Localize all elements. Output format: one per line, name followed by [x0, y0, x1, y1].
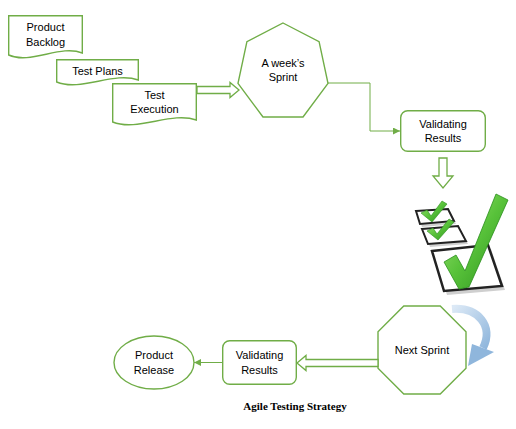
check-mark — [421, 201, 447, 222]
document-shape: Test Execution — [112, 83, 197, 127]
document-shape: Test Plans — [56, 59, 139, 87]
node-label: Product Backlog — [14, 20, 77, 49]
check-mark — [427, 219, 454, 240]
check-mark — [444, 194, 508, 289]
checkbox-shadow — [424, 229, 468, 247]
process-box: Validating Results — [222, 340, 297, 385]
node-label: Validating Results — [226, 348, 293, 377]
connector-group — [194, 83, 400, 371]
node-label: Test Execution — [126, 88, 183, 117]
sprint-octagon-outline — [378, 306, 466, 394]
node-label: Validating Results — [406, 117, 480, 146]
checkbox — [416, 209, 454, 224]
process-box-graphic — [222, 340, 297, 385]
checkbox-shadow — [418, 212, 456, 227]
block-arrow — [197, 83, 239, 98]
checkbox — [432, 245, 502, 291]
document-shape-outline — [57, 60, 139, 85]
node-label: Test Plans — [72, 64, 123, 78]
flow-arrow — [328, 83, 400, 131]
terminal-ellipse-graphic — [113, 335, 195, 390]
document-shape: Product Backlog — [8, 15, 83, 60]
terminal-ellipse-outline — [114, 336, 194, 389]
checklist-icon — [416, 194, 508, 295]
process-box-graphic — [400, 110, 486, 152]
checkbox-shadow — [435, 249, 505, 295]
sprint-heptagon-graphic — [237, 22, 329, 118]
down-block-arrow — [433, 158, 453, 188]
node-label: Next Sprint — [395, 343, 449, 357]
node-label: A week’s Sprint — [253, 56, 313, 85]
document-shape-outline — [9, 16, 83, 58]
block-arrow — [297, 356, 378, 371]
checkbox — [422, 226, 466, 244]
process-box-outline — [401, 111, 486, 152]
process-box-outline — [223, 341, 297, 385]
sprint-heptagon-outline — [238, 23, 328, 117]
process-box: Validating Results — [400, 110, 486, 152]
figure-caption: Agile Testing Strategy — [195, 400, 395, 412]
curved-arrow-head — [468, 344, 494, 366]
node-label: Product Release — [125, 348, 183, 377]
sprint-octagon: Next Sprint — [377, 305, 467, 395]
document-shape-outline — [113, 84, 197, 125]
flow-arrow — [194, 362, 222, 363]
sprint-heptagon: A week’s Sprint — [237, 22, 329, 118]
terminal-ellipse: Product Release — [113, 335, 195, 390]
